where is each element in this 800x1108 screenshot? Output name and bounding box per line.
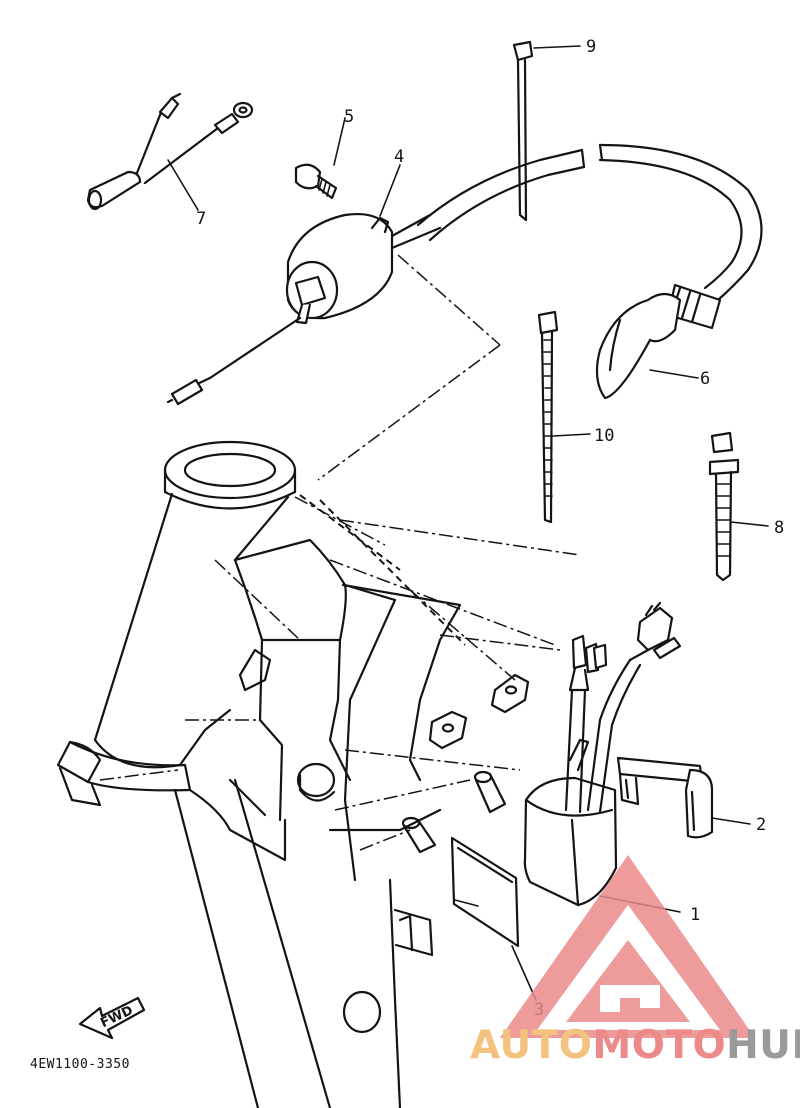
automotohub-watermark: AUTOMOTOHUB (470, 855, 800, 1068)
leader-lines (167, 45, 769, 1001)
steering-head-pipe (93, 440, 297, 769)
frame-drawing (56, 440, 581, 1108)
cable-tie-9 (512, 40, 534, 222)
watermark-auto: AUTO (470, 1023, 592, 1068)
callout-4: 4 (394, 147, 404, 167)
watermark-hub: HUB (726, 1023, 800, 1068)
callout-9: 9 (586, 37, 596, 57)
callout-5: 5 (344, 107, 354, 127)
bolt (294, 163, 338, 200)
fwd-arrow-icon: FWD (78, 996, 146, 1040)
cdi-unit (523, 601, 682, 907)
frame-bosses (296, 762, 507, 1034)
frame-mount-tabs (238, 648, 530, 750)
callout-7: 7 (196, 209, 206, 229)
callout-2: 2 (756, 815, 766, 835)
watermark-moto: MOTO (592, 1023, 726, 1068)
callout-10: 10 (594, 426, 614, 446)
callout-1: 1 (690, 905, 700, 925)
watermark-logo-icon (500, 855, 755, 1038)
drawing-number: 4EW1100-3350 (30, 1057, 130, 1072)
callout-8: 8 (774, 518, 784, 538)
callout-6: 6 (700, 369, 710, 389)
steering-collar (56, 740, 192, 807)
spark-plug-cap (595, 283, 722, 400)
wire-lead (86, 92, 254, 211)
cable-tie-10 (537, 310, 559, 524)
ignition-coil (166, 213, 501, 481)
pad (450, 836, 520, 948)
cable-tie-8 (708, 431, 740, 582)
high-tension-cord (416, 143, 763, 302)
watermark-text: AUTOMOTOHUB (470, 1023, 800, 1068)
band (616, 756, 714, 839)
